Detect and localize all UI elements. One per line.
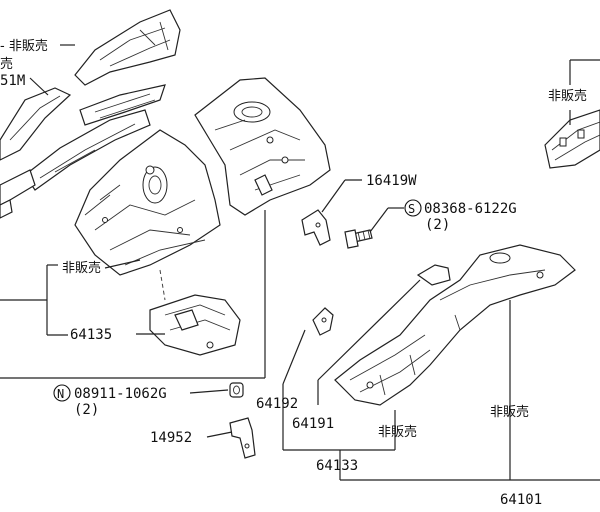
label-s-prefix: S <box>408 202 415 216</box>
wheelhouse-part <box>194 77 331 216</box>
label-64135: 64135 <box>70 327 112 343</box>
bracket-part-small <box>416 264 451 286</box>
upper-panel-part <box>0 9 181 219</box>
leader-lines <box>0 44 600 481</box>
bracket-part-16419w <box>301 209 331 246</box>
label-64101: 64101 <box>500 492 542 508</box>
tray-part-64135 <box>149 294 241 356</box>
label-top-not-for-sale: - 非販売 <box>0 38 48 54</box>
bracket-part-14952 <box>229 417 256 459</box>
right-upper-part <box>544 109 600 169</box>
label-16419w: 16419W <box>366 173 417 189</box>
bolt-part <box>344 229 373 249</box>
side-member-part <box>74 129 221 276</box>
label-64133: 64133 <box>316 458 358 474</box>
label-bolt-qty: (2) <box>425 217 450 233</box>
floor-member-part-64101 <box>334 244 576 406</box>
label-tray-not-for-sale: 非販売 <box>62 260 101 276</box>
s-marker-circle <box>404 199 422 217</box>
label-nut-08911: 08911-1062G <box>74 386 167 402</box>
label-14952: 14952 <box>150 430 192 446</box>
label-64192: 64192 <box>256 396 298 412</box>
label-64191: 64191 <box>292 416 334 432</box>
bracket-part-64192 <box>312 307 334 336</box>
label-fragment-sale: 売 <box>0 56 13 72</box>
label-nut-qty: (2) <box>74 402 99 418</box>
n-marker-circle <box>53 384 71 402</box>
label-right-not-for-sale: 非販売 <box>548 88 587 104</box>
label-member-not-for-sale: 非販売 <box>490 404 529 420</box>
nut-part <box>229 382 244 398</box>
label-fragment-51m: 51M <box>0 73 25 89</box>
label-bolt-08368: 08368-6122G <box>424 201 517 217</box>
label-n-prefix: N <box>57 387 64 401</box>
label-floor-not-for-sale: 非販売 <box>378 424 417 440</box>
